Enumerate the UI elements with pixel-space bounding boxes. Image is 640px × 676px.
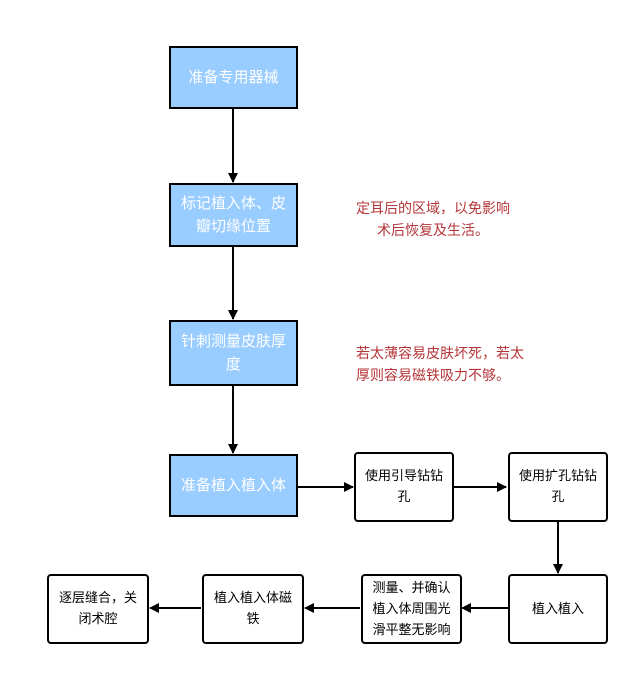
note-mark-area-line1: 定耳后的区域，以免影响 — [356, 201, 510, 217]
step-suture: 逐层缝合，关闭术腔 — [47, 574, 149, 644]
note-skin-thickness-line1: 若太薄容易皮肤坏死，若太 — [356, 346, 524, 362]
step-suture-label: 逐层缝合，关闭术腔 — [58, 591, 137, 627]
step-prepare-implant: 准备植入植入体 — [169, 454, 298, 517]
note-mark-area-line2: 术后恢复及生活。 — [377, 223, 489, 239]
step-prepare-instruments: 准备专用器械 — [169, 46, 298, 109]
step-implant-label: 植入植入 — [531, 601, 584, 617]
step-implant-magnet-label: 植入植入体磁铁 — [213, 591, 292, 627]
note-skin-thickness-line2: 厚则容易磁铁吸力不够。 — [356, 368, 510, 384]
step-prepare-instruments-label: 准备专用器械 — [188, 68, 279, 86]
step-measure-confirm: 测量、并确认植入体周围光滑平整无影响 — [361, 574, 462, 644]
step-measure-confirm-label: 测量、并确认植入体周围光滑平整无影响 — [372, 580, 451, 638]
step-expand-drill: 使用扩孔钻钻孔 — [508, 452, 608, 522]
step-mark-implant-label: 标记植入体、皮瓣切缘位置 — [180, 194, 286, 235]
note-mark-area: 定耳后的区域，以免影响 术后恢复及生活。 — [356, 198, 510, 242]
step-implant: 植入植入 — [508, 574, 608, 644]
step-expand-drill-label: 使用扩孔钻钻孔 — [518, 469, 597, 505]
step-prepare-implant-label: 准备植入植入体 — [180, 476, 286, 494]
step-implant-magnet: 植入植入体磁铁 — [202, 574, 304, 644]
step-guide-drill-label: 使用引导钻钻孔 — [364, 469, 443, 505]
note-skin-thickness: 若太薄容易皮肤坏死，若太 厚则容易磁铁吸力不够。 — [356, 343, 524, 387]
step-guide-drill: 使用引导钻钻孔 — [354, 452, 454, 522]
step-mark-implant: 标记植入体、皮瓣切缘位置 — [169, 183, 298, 247]
step-needle-measure-label: 针刺测量皮肤厚度 — [180, 332, 286, 373]
step-needle-measure: 针刺测量皮肤厚度 — [169, 320, 298, 386]
